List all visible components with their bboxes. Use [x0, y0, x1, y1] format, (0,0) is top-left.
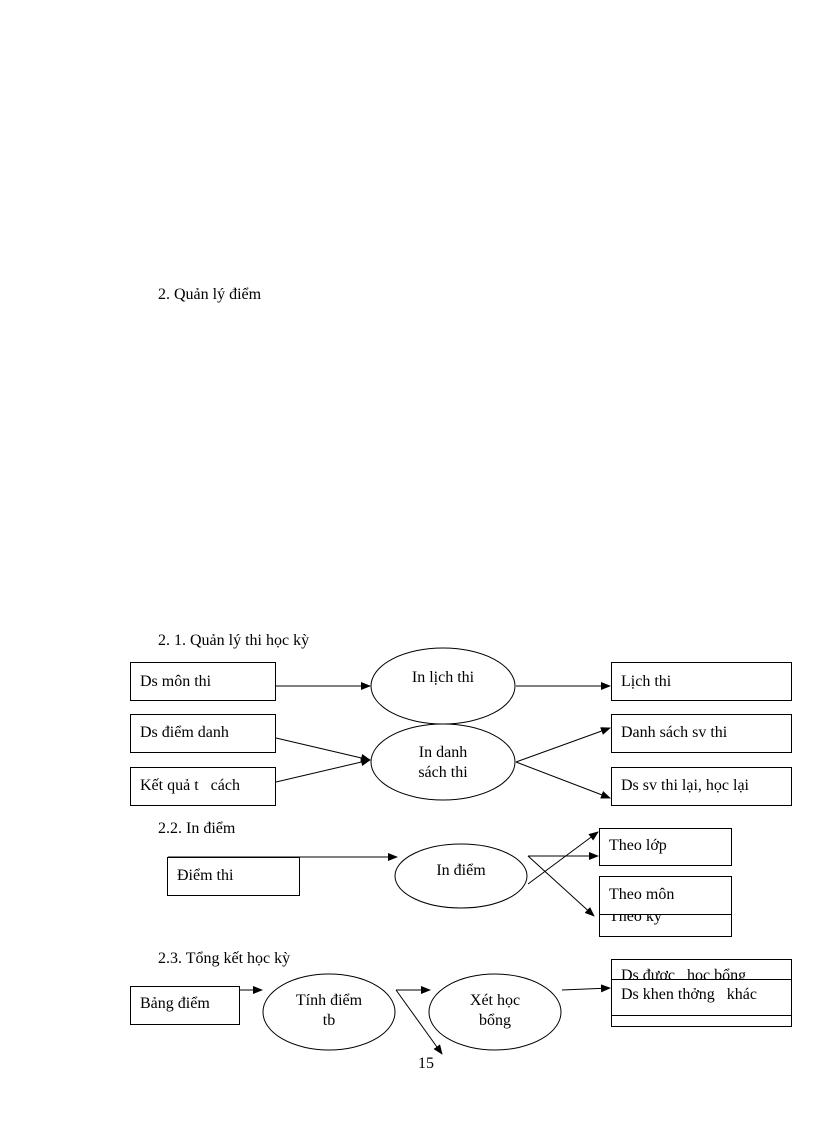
- s2-output-theo-mon: Theo môn: [599, 876, 732, 915]
- s3-input-bang-diem-label: Bảng điểm: [140, 995, 210, 1012]
- s1-input-ds-diem-danh-label: Ds điểm danh: [140, 724, 229, 741]
- s1-output-danh-sach-sv-thi: Danh sách sv thi: [611, 714, 792, 753]
- s1-input-ket-qua: Kết quả t cách: [130, 767, 276, 806]
- s2-input-diem-thi: Điểm thi: [167, 857, 300, 896]
- s2-process-in-diem: In điểm: [394, 843, 528, 909]
- s1-input-ds-diem-danh: Ds điểm danh: [130, 714, 276, 753]
- s3-input-bang-diem: Bảng điểm: [130, 986, 240, 1025]
- page-number: 15: [418, 1055, 434, 1072]
- s2-arrow-to-theo-lop: [527, 831, 599, 885]
- s3-process-tinh-diem-line2: tb: [323, 1012, 335, 1029]
- s2-input-diem-thi-label: Điểm thi: [177, 867, 234, 884]
- s1-output-danh-sach-sv-thi-label: Danh sách sv thi: [621, 724, 728, 741]
- subsection-title-print-scores: 2.2. In điểm: [158, 820, 236, 837]
- s1-arrow-process-to-danh-sach: [515, 727, 611, 763]
- s1-process-danh-sach-line1: In danh: [419, 744, 467, 761]
- s3-process-xet-hoc-bong: Xét học bổng: [428, 973, 562, 1051]
- s2-output-theo-lop: Theo lớp: [599, 828, 732, 866]
- s3-arrow-tinh-down: [395, 989, 443, 1055]
- s2-output-theo-mon-label: Theo môn: [609, 886, 674, 903]
- subsection-title-semester-summary: 2.3. Tổng kết học kỳ: [158, 950, 291, 967]
- s2-output-theo-lop-label: Theo lớp: [609, 837, 667, 854]
- s1-output-ds-thi-lai: Ds sv thi lại, học lại: [611, 767, 792, 806]
- s1-input-ds-mon-thi: Ds môn thi: [130, 662, 276, 701]
- s1-input-ds-mon-thi-label: Ds môn thi: [140, 673, 212, 690]
- s1-process-in-lich-thi: In lịch thi: [370, 647, 516, 725]
- s3-process-xet-hoc-bong-line1: Xét học: [470, 992, 520, 1009]
- s3-process-tinh-diem-line1: Tính điểm: [296, 992, 363, 1009]
- s1-input-ket-qua-label: Kết quả t cách: [140, 777, 240, 794]
- s1-output-lich-thi: Lịch thi: [611, 662, 792, 701]
- s1-output-ds-thi-lai-label: Ds sv thi lại, học lại: [621, 777, 750, 794]
- section-title: 2. Quản lý điểm: [158, 286, 262, 303]
- s1-process-in-danh-sach-thi: In danh sách thi: [370, 723, 516, 801]
- s3-process-tinh-diem-tb: Tính điểm tb: [262, 973, 396, 1051]
- s1-output-lich-thi-label: Lịch thi: [621, 673, 672, 690]
- subsection-title-exam-management: 2. 1. Quản lý thi học kỳ: [158, 632, 310, 649]
- s1-arrow-ket-qua-to-process: [275, 758, 371, 783]
- s3-process-xet-hoc-bong-line2: bổng: [479, 1012, 511, 1029]
- s1-arrow-diem-danh-to-process: [275, 737, 371, 762]
- s1-process-danh-sach-line2: sách thi: [418, 764, 468, 781]
- s2-arrow-to-theo-ky: [527, 855, 595, 917]
- s2-process-in-diem-label: In điểm: [436, 862, 486, 879]
- s3-output-ds-khen-thuong-label: Ds khen thởng khác: [621, 986, 757, 1003]
- s3-output-ds-khen-thuong: Ds khen thởng khác: [611, 979, 792, 1027]
- s1-arrow-process-to-thi-lai: [515, 761, 611, 799]
- s3-arrow-xet-to-outputs: [561, 984, 611, 993]
- s1-process-in-lich-thi-label: In lịch thi: [412, 669, 475, 686]
